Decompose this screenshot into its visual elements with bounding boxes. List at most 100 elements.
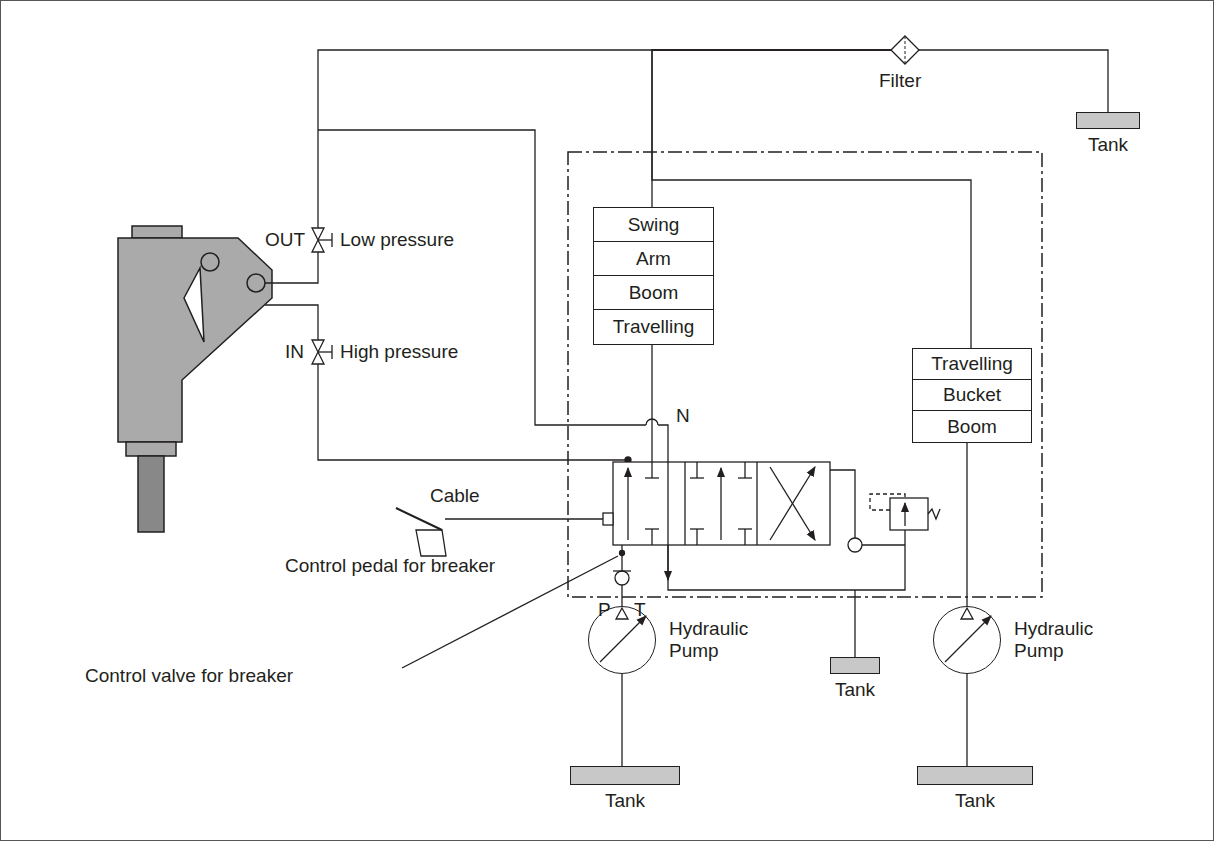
symbol-label: Filter: [879, 70, 921, 92]
section-label: Travelling: [913, 349, 1031, 380]
pump-triangle: [616, 608, 628, 619]
section-label: Travelling: [594, 310, 713, 344]
symbol-label: Tank: [835, 679, 875, 701]
line-art: [627, 468, 628, 540]
line-art: [247, 274, 265, 292]
line-art: [651, 529, 652, 545]
breaker-illustration: [118, 226, 272, 532]
line-art: [416, 530, 446, 556]
line-art: [756, 462, 757, 545]
line-art: [770, 467, 815, 540]
valve-section-box: SwingArmBoomTravelling: [593, 207, 714, 345]
line-art: [265, 305, 318, 340]
pump-arrows: [933, 606, 1001, 674]
tank-symbol: Tank: [917, 766, 1033, 785]
variable-arrow: [600, 616, 646, 662]
line-art: [331, 345, 332, 359]
line-art: [118, 238, 272, 442]
line-art: [830, 470, 855, 538]
line-art: [696, 462, 697, 478]
return-line: [265, 50, 905, 590]
control-valve: [603, 462, 830, 556]
symbol-label: Tank: [1088, 134, 1128, 156]
line-art: [615, 571, 629, 585]
line-art: [651, 462, 652, 478]
line-art: [613, 462, 830, 545]
line-art: [126, 442, 176, 456]
variable-arrow: [945, 616, 991, 662]
filter-element: [905, 36, 906, 64]
symbol-label: Hydraulic Pump: [1014, 618, 1100, 662]
part-label: P: [598, 599, 611, 621]
line-art: [138, 456, 164, 532]
part-label: OUT: [265, 229, 305, 251]
relief-valve: [830, 470, 940, 657]
pipe-connector: [966, 443, 967, 606]
line-art: [770, 467, 815, 540]
symbol-label: Tank: [605, 790, 645, 812]
filter-symbol: Filter: [891, 36, 919, 64]
pump-symbol: Hydraulic Pump: [933, 606, 1001, 674]
line-art: [184, 268, 204, 342]
line-art: [603, 513, 613, 525]
line-art: [621, 545, 622, 571]
part-label: High pressure: [340, 341, 458, 363]
filter-diamond: [891, 36, 919, 64]
line-art: [318, 50, 891, 228]
pump-triangle: [961, 608, 973, 619]
line-art: [645, 528, 659, 529]
line-art: [132, 226, 182, 238]
filter-outline: [891, 36, 919, 64]
line-art: [318, 364, 628, 460]
symbol-label: Tank: [955, 790, 995, 812]
pump-line: [613, 545, 631, 606]
pipe-connector: [919, 50, 1108, 112]
tank-symbol: Tank: [1076, 112, 1140, 129]
center-line: [651, 343, 652, 462]
line-art: [848, 538, 862, 552]
line-art: [318, 239, 332, 240]
line-art: [331, 233, 332, 247]
pipe-connector: [621, 674, 622, 766]
line-art: [738, 528, 752, 529]
line-art: [645, 477, 659, 478]
part-label: N: [676, 405, 690, 427]
line-art: [744, 462, 745, 478]
line-art: [904, 503, 905, 526]
line-art: [870, 494, 905, 510]
line-art: [720, 468, 721, 540]
section-label: Arm: [594, 242, 713, 276]
line-art: [690, 477, 704, 478]
control-pedal: [396, 508, 603, 556]
line-art: [396, 508, 442, 530]
line-art: [621, 585, 622, 606]
valve-section-box: TravellingBucketBoom: [912, 348, 1032, 443]
line-art: [696, 529, 697, 545]
part-label: IN: [285, 341, 304, 363]
line-art: [265, 252, 318, 283]
line-art: [862, 544, 905, 545]
symbol-label: Hydraulic Pump: [669, 618, 755, 662]
section-label: Bucket: [913, 380, 1031, 411]
tank-symbol: Tank: [830, 657, 880, 674]
part-label: Cable: [430, 485, 480, 507]
line-art: [854, 590, 855, 657]
line-art: [744, 529, 745, 545]
line-art: [684, 462, 685, 545]
pipe-connector: [966, 674, 967, 766]
line-art: [890, 498, 928, 530]
line-art: [690, 528, 704, 529]
part-label: Control valve for breaker: [85, 665, 293, 687]
section-label: Boom: [594, 276, 713, 310]
pressure-line: [265, 305, 631, 463]
tank-symbol: Tank: [570, 766, 680, 785]
line-art: [201, 253, 219, 271]
part-label: Low pressure: [340, 229, 454, 251]
part-label: T: [634, 599, 646, 621]
line-art: [318, 351, 332, 352]
pipe-connector: [652, 50, 891, 207]
line-art: [445, 518, 603, 519]
line-art: [928, 509, 940, 519]
